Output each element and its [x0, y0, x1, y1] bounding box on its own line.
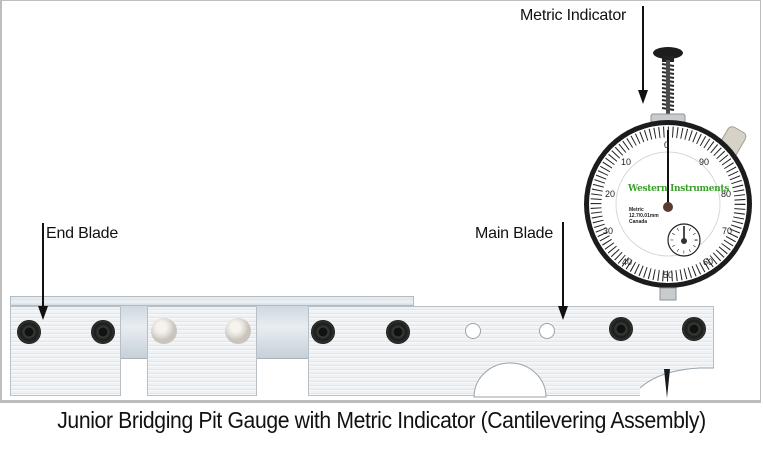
end-blade — [10, 306, 121, 396]
dial-number-40: 40 — [622, 257, 633, 267]
socket-screw — [609, 317, 633, 341]
dial-number-60: 60 — [703, 257, 714, 267]
arrowhead-icon — [558, 306, 568, 320]
dial-number-20: 20 — [605, 189, 616, 199]
socket-screw — [311, 320, 335, 344]
socket-screw — [91, 320, 115, 344]
arrow-metric-indicator — [642, 6, 644, 92]
arrowhead-icon — [638, 90, 648, 104]
dial-indicator — [584, 47, 752, 301]
dial-spec-1: Metric — [629, 207, 644, 213]
figure-caption: Junior Bridging Pit Gauge with Metric In… — [57, 407, 706, 433]
nylon-screw — [225, 318, 251, 344]
arrow-main-blade — [562, 222, 564, 308]
dial-number-0: 0 — [664, 140, 670, 150]
rail — [10, 296, 414, 306]
dial-number-30: 30 — [603, 226, 614, 236]
socket-screw — [17, 320, 41, 344]
label-end-blade: End Blade — [46, 225, 119, 242]
dial-number-80: 80 — [721, 189, 732, 199]
dial-number-10: 10 — [621, 157, 632, 167]
socket-screw — [682, 317, 706, 341]
label-main-blade: Main Blade — [475, 225, 554, 242]
hole — [465, 323, 481, 339]
hole — [539, 323, 555, 339]
blade-cutouts — [473, 362, 714, 398]
dial-brand: Western Instruments — [628, 184, 730, 194]
label-metric-indicator: Metric Indicator — [520, 7, 627, 24]
dial-number-90: 90 — [699, 157, 710, 167]
dial-spec-2: 12.7/0.01mm — [629, 213, 659, 219]
arrow-end-blade — [42, 223, 44, 310]
nylon-screw — [151, 318, 177, 344]
socket-screw — [386, 320, 410, 344]
dial-number-50: 50 — [663, 270, 674, 280]
dial-number-70: 70 — [722, 226, 733, 236]
arrowhead-icon — [38, 306, 48, 320]
dial-spec-3: Canada — [629, 219, 648, 225]
spacer-blade — [147, 306, 257, 396]
